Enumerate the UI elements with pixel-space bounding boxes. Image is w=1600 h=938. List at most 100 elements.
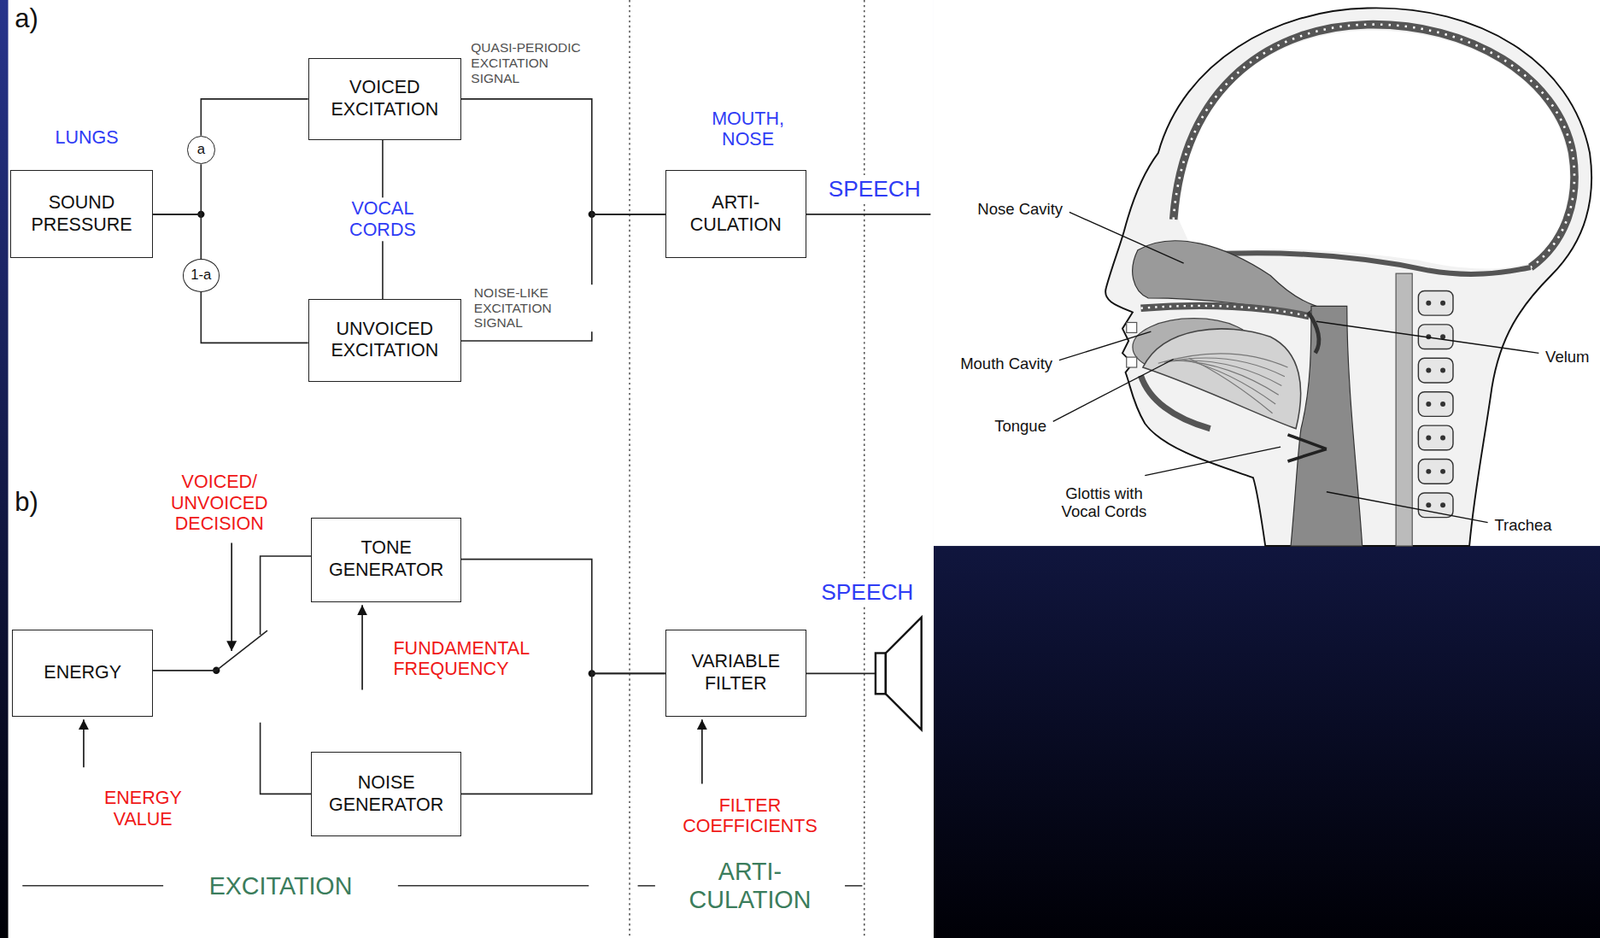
node-text: VOICED EXCITATION [330,76,439,122]
leader-line [1069,211,1184,264]
vertebra [1418,290,1454,316]
vertebra [1425,502,1431,508]
node-text: UNVOICED EXCITATION [330,318,439,364]
vertebra [1440,401,1446,407]
vertebra [1425,368,1431,374]
signal-wire [461,214,666,341]
vertebra [1425,468,1431,475]
anatomy-label: Velum [1542,346,1592,367]
signal-note: QUASI-PERIODIC EXCITATION SIGNAL [468,39,594,88]
anatomy-label: Tongue [991,416,1050,437]
node-text: a [197,142,206,158]
junction-dot [197,210,596,678]
signal-wire [200,292,308,344]
section-letter: a) [11,2,42,36]
anatomy-label: Trachea [1491,515,1554,536]
signal-wire [152,164,201,215]
white-ground [933,0,1600,546]
node-text: NOISE GENERATOR [328,772,444,817]
block-box: VOICED EXCITATION [308,58,462,141]
anatomy-label: Glottis with Vocal Cords [1055,482,1154,522]
organ-label: MOUTH, NOSE [709,107,787,152]
section-rule [844,884,862,887]
vertebra [1425,401,1431,407]
tongue-shape [1182,358,1276,405]
weight-circle: a [187,135,216,165]
node-text: ARTI- CULATION [690,192,782,237]
background-drawing [8,0,1600,938]
section-divider [629,0,865,938]
leader-line [1144,446,1281,475]
pharynx-trachea [1290,305,1363,546]
head-illustration [1105,7,1592,546]
tongue-shape [1142,328,1302,429]
vertebra [1440,502,1446,508]
signal-note: NOISE-LIKE EXCITATION SIGNAL [471,284,598,333]
signal-wire [152,670,311,795]
block-box: SOUND PRESSURE [10,169,153,258]
signal-wire [806,673,876,675]
signal-wire [806,213,932,216]
anatomy-label: Mouth Cavity [957,354,1055,375]
leader-line [1053,211,1540,522]
node-text: SOUND PRESSURE [30,192,132,237]
node-text: VARIABLE FILTER [691,650,780,696]
signal-wire [152,556,311,671]
loudspeaker-symbol [875,617,922,730]
leader-line [1316,321,1539,353]
vertebra [1425,300,1431,306]
node-text: 1-a [190,268,211,283]
vertebra [1425,434,1431,440]
vertebra [1418,392,1454,417]
output-label: SPEECH [818,578,916,606]
block-box: VARIABLE FILTER [665,629,807,717]
node-text: ENERGY [43,662,122,685]
vertebra [1418,492,1454,518]
stage-label: ARTI- CULATION [686,856,815,915]
block-box: UNVOICED EXCITATION [308,298,462,382]
source-label: LUNGS [52,126,121,150]
parameter-label: VOICED/ UNVOICED DECISION [168,470,270,536]
section-divider [628,0,631,938]
section-letter: b) [11,486,42,519]
tongue-shape [1189,357,1273,414]
control-arrow [701,719,704,784]
hard-palate [1140,305,1309,317]
signal-wire [200,99,308,136]
section-rule [638,884,656,887]
velum-flap [1307,312,1319,354]
parameter-label: ENERGY VALUE [101,787,184,832]
leader-line [1053,358,1174,422]
vertebra [1440,434,1446,440]
vertebra [1418,357,1454,383]
block-box: ARTI- CULATION [665,169,807,258]
hard-palate [1140,305,1309,317]
leader-line [1059,331,1152,360]
parameter-label: FUNDAMENTAL FREQUENCY [390,637,532,681]
vertebra [1440,468,1446,475]
vertebra [1440,300,1446,306]
tooth [1126,357,1137,368]
head-outline [1105,7,1592,546]
vertebra [1440,334,1446,340]
loudspeaker-symbol [875,652,886,694]
vertebra [1418,425,1454,451]
signal-wire [152,214,201,260]
vertebra [1418,290,1454,517]
signal-wire [461,99,666,215]
section-rule [398,884,589,887]
tongue-shape [1170,360,1282,387]
edge-label: VOCAL CORDS [346,197,419,241]
section-divider [863,0,866,938]
block-box: ENERGY [11,629,153,717]
block-box: NOISE GENERATOR [310,751,462,837]
vertebra [1418,459,1454,485]
parameter-label: FILTER COEFFICIENTS [679,794,821,839]
signal-wire [461,673,666,794]
control-arrow [361,604,364,690]
output-label: SPEECH [826,175,924,203]
stage-label: EXCITATION [206,870,356,901]
tooth [1126,322,1137,368]
section-rule [22,884,164,887]
white-ground [8,0,1600,938]
